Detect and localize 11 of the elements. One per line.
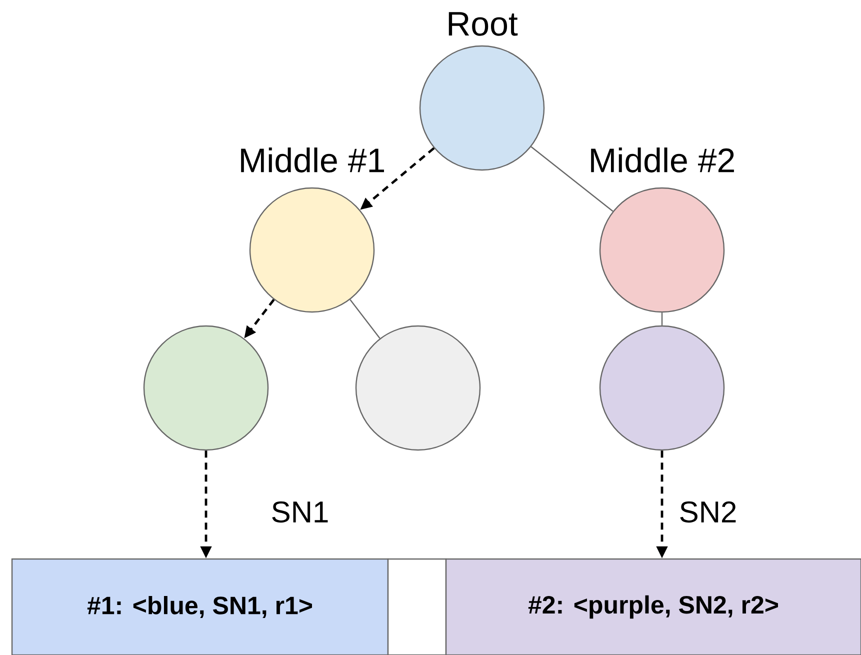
empty-box	[387, 558, 447, 655]
node-label: Middle #2	[591, 148, 734, 172]
edge-label: SN2	[676, 499, 740, 525]
tree-node	[599, 325, 725, 451]
edge-label: SN1	[268, 499, 332, 525]
record-box: #2: <purple, SN2, r2>	[445, 558, 861, 655]
record-box: #1: <blue, SN1, r1>	[11, 558, 389, 655]
node-label: Middle #1	[241, 148, 384, 172]
tree-node	[143, 325, 269, 451]
node-label: Root	[448, 12, 518, 36]
tree-node	[355, 325, 481, 451]
